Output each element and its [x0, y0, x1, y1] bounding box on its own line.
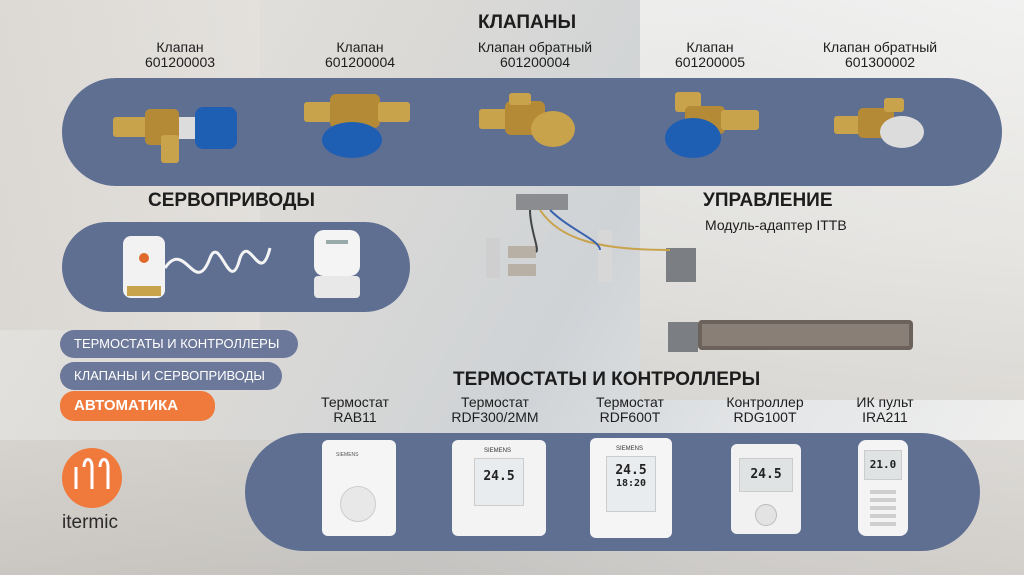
temperature-readout: 24.5 — [615, 463, 647, 478]
brand-label: SIEMENS — [484, 448, 512, 454]
valve-blue-straight-icon[interactable] — [300, 88, 415, 160]
thermostat-rab11[interactable]: SIEMENS — [322, 440, 396, 536]
servo-actuator-with-cable-icon[interactable] — [115, 228, 280, 306]
keypad[interactable] — [870, 490, 896, 526]
valve-blue-angle-icon[interactable] — [105, 95, 245, 165]
lcd-screen: 24.5 — [474, 458, 524, 506]
rotary-dial[interactable] — [340, 486, 376, 522]
control-title: УПРАВЛЕНИЕ — [703, 190, 833, 211]
itermic-logo-icon — [62, 448, 122, 508]
temperature-readout: 24.5 — [483, 469, 515, 484]
lcd-screen: 24.5 — [739, 458, 793, 492]
nav-item-thermostats[interactable]: ТЕРМОСТАТЫ И КОНТРОЛЛЕРЫ — [60, 330, 298, 358]
return-valve-brass-icon[interactable] — [830, 98, 930, 156]
thermostat-rdf600t[interactable]: SIEMENS 24.5 18:20 — [590, 438, 672, 538]
time-readout: 18:20 — [615, 478, 647, 489]
controller-rdg100t[interactable]: 24.5 — [731, 444, 801, 534]
thermostats-title: ТЕРМОСТАТЫ И КОНТРОЛЛЕРЫ — [453, 369, 761, 390]
temperature-readout: 21.0 — [869, 458, 897, 471]
nav-item-valves-servos[interactable]: КЛАПАНЫ И СЕРВОПРИВОДЫ — [60, 362, 282, 390]
control-subtitle: Модуль-адаптер ITTB — [705, 217, 847, 233]
brand-label: SIEMENS — [336, 452, 359, 458]
valve-blue-angle-icon[interactable] — [655, 88, 765, 160]
lcd-screen: 21.0 — [864, 450, 902, 480]
thermostatic-head-icon[interactable] — [308, 226, 366, 304]
valves-title: КЛАПАНЫ — [478, 12, 577, 33]
return-valve-brass-icon[interactable] — [475, 93, 585, 158]
wiring-diagram-icon — [486, 194, 696, 282]
lcd-screen: 24.5 18:20 — [606, 456, 656, 512]
temperature-readout: 24.5 — [750, 467, 782, 482]
rotary-dial[interactable] — [755, 504, 777, 526]
thermostat-rdf300[interactable]: SIEMENS 24.5 — [452, 440, 546, 536]
trench-convector-icon — [668, 320, 913, 352]
servo-title: СЕРВОПРИВОДЫ — [148, 190, 315, 211]
nav-item-automation[interactable]: АВТОМАТИКА — [60, 391, 215, 421]
itermic-logo-text: itermic — [62, 512, 118, 533]
brand-label: SIEMENS — [616, 446, 644, 452]
ir-remote-ira211[interactable]: 21.0 — [858, 440, 908, 536]
